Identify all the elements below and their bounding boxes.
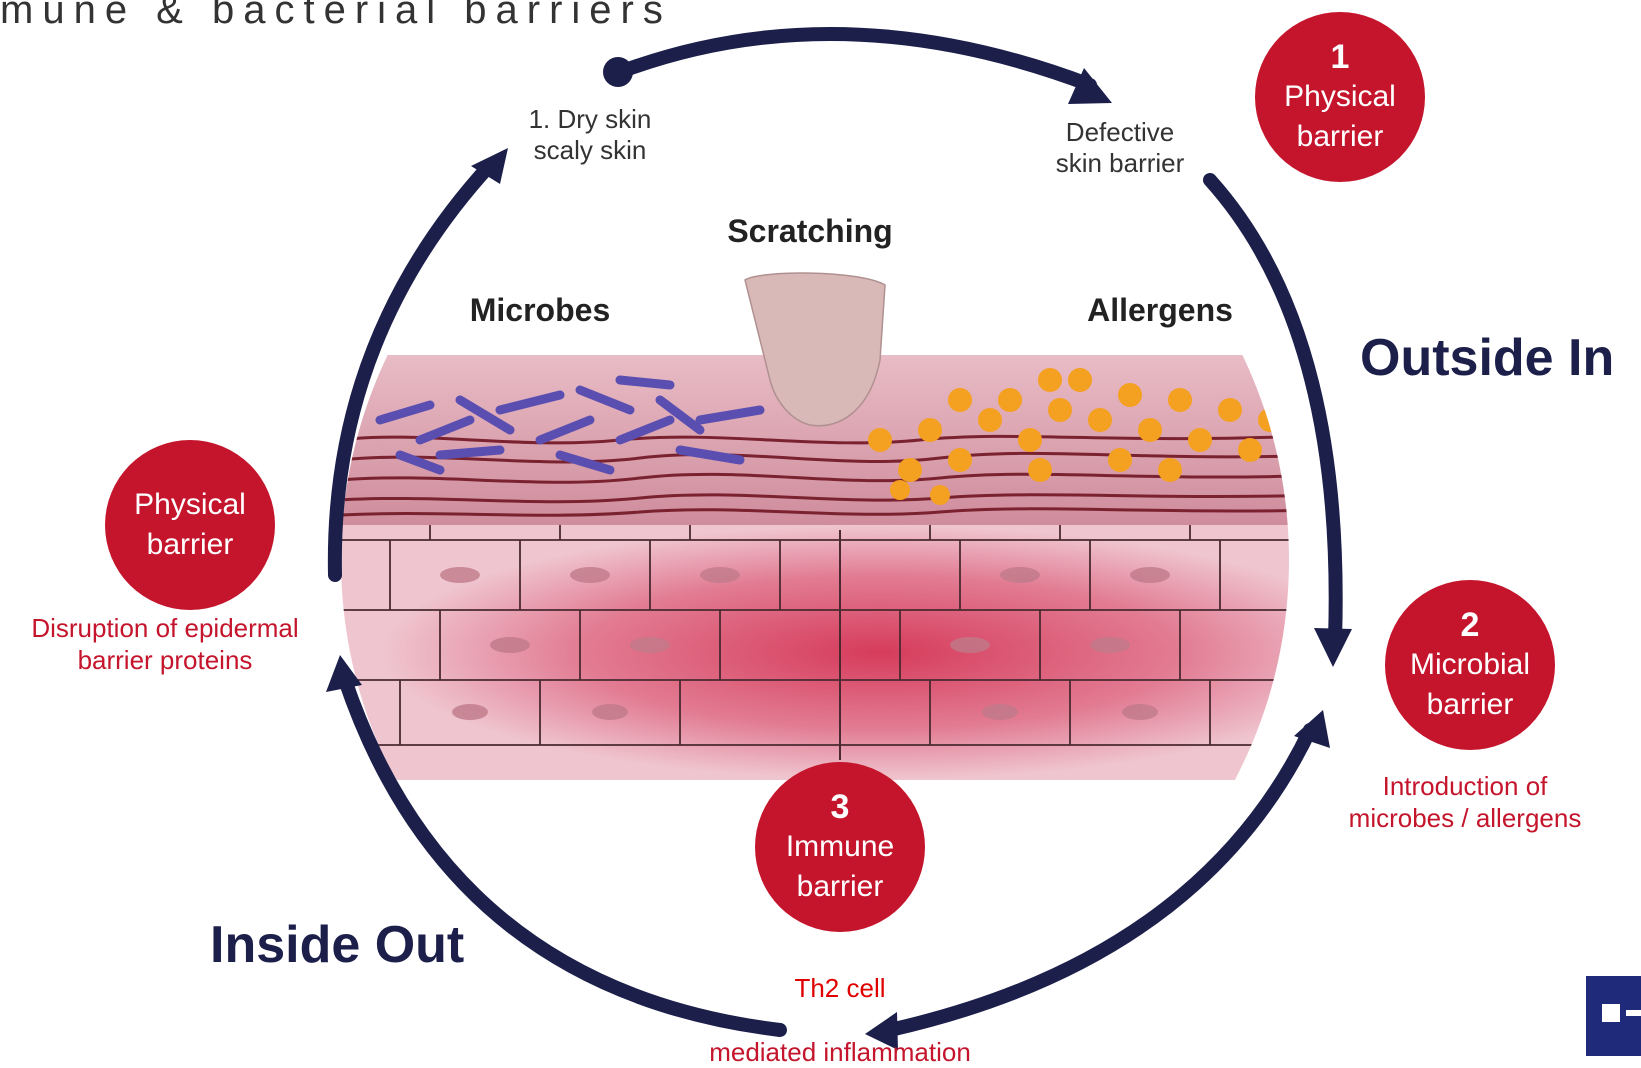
- epidermal-disruption-text: Disruption of epidermal barrier proteins: [5, 612, 325, 676]
- outside-in-label: Outside In: [1360, 328, 1614, 388]
- defective-barrier-label: Defective skin barrier: [1020, 117, 1220, 179]
- badge-number: 1: [1331, 37, 1350, 77]
- badge-label: Physical barrier: [1284, 77, 1396, 157]
- badge-number: 3: [831, 787, 850, 827]
- cycle-start-dot: [603, 57, 633, 87]
- badge-number: 2: [1461, 605, 1480, 645]
- inside-out-label: Inside Out: [210, 915, 464, 975]
- immune-barrier-badge-3: 3 Immune barrier: [755, 762, 925, 932]
- microbial-barrier-badge-2: 2 Microbial barrier: [1385, 580, 1555, 750]
- th2-mediated-label: mediated inflammation: [709, 1037, 971, 1067]
- th2-inflammation-text: Th2 cell mediated inflammation: [680, 940, 1000, 1068]
- arrow-top: [620, 34, 1090, 85]
- allergens-label: Allergens: [1060, 295, 1260, 326]
- microbe-introduction-text: Introduction of microbes / allergens: [1330, 770, 1600, 834]
- microbes-label: Microbes: [440, 295, 640, 326]
- badge-label: Immune barrier: [786, 827, 894, 907]
- corner-logo: [1586, 976, 1641, 1056]
- badge-label: Microbial barrier: [1410, 645, 1530, 725]
- skin-cross-section: [330, 273, 1330, 780]
- physical-barrier-badge-1: 1 Physical barrier: [1255, 12, 1425, 182]
- badge-label: Physical barrier: [134, 485, 246, 565]
- arrowhead-right: [1314, 628, 1352, 667]
- dry-skin-label: 1. Dry skin scaly skin: [490, 104, 690, 166]
- scratching-label: Scratching: [700, 216, 920, 247]
- th2-cell-label: Th2 cell: [794, 973, 885, 1003]
- physical-barrier-badge-left: Physical barrier: [105, 440, 275, 610]
